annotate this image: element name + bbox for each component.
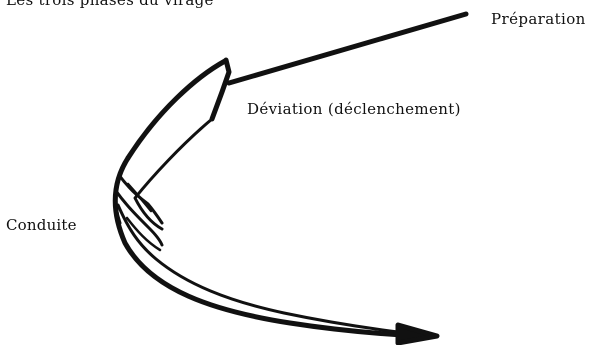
deviation-arrowhead (209, 57, 232, 122)
preparation-line (226, 11, 469, 86)
curve-sketch-stroke-b (126, 182, 153, 213)
curve-inner-stroke-4 (116, 203, 400, 334)
curve-inner-stroke-3 (114, 189, 164, 247)
final-arrowhead (395, 322, 440, 346)
diagram-title: Les trois phases du virage (6, 0, 214, 9)
curve-sketch-stroke-a (114, 164, 125, 225)
curve-sketch-stroke-c (125, 216, 162, 252)
label-conduite: Conduite (6, 216, 77, 234)
deviation-arrowhead-outline (125, 58, 228, 161)
label-preparation: Préparation (491, 10, 586, 28)
curve-inner-stroke-2 (117, 173, 164, 225)
label-deviation: Déviation (déclenchement) (247, 100, 461, 118)
